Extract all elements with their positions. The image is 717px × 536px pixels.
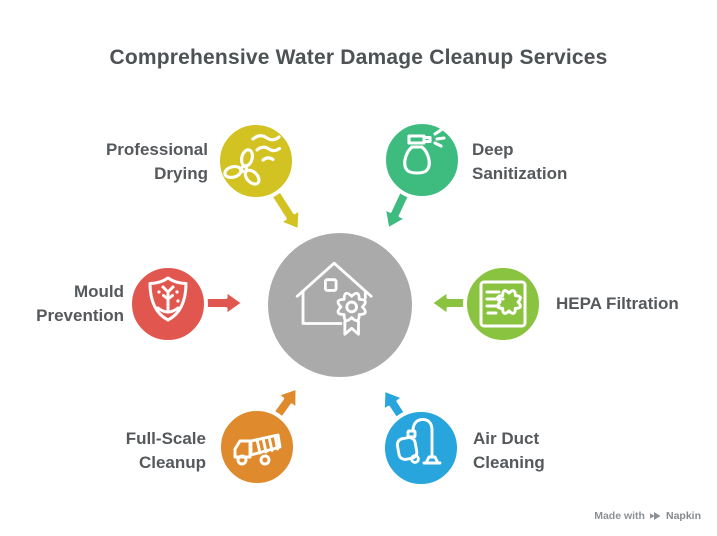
fan-drying-icon: [223, 134, 282, 186]
label-line: Mould: [73, 282, 124, 301]
label-line: Professional: [105, 140, 208, 159]
label-air-duct-cleaning: Air Duct Cleaning: [473, 427, 633, 475]
napkin-brand-text: Napkin: [665, 510, 701, 522]
label-deep-sanitization: Deep Sanitization: [472, 138, 652, 186]
label-line: Cleanup: [138, 453, 206, 472]
node-circle-full-scale-cleanup: [217, 407, 297, 487]
node-circle-hepa-filtration: [463, 264, 543, 344]
label-line: Full-Scale: [125, 429, 206, 448]
node-circle-professional-drying: [216, 121, 296, 201]
center-node-circle: [264, 229, 416, 381]
label-line: Air Duct: [473, 429, 540, 448]
label-line: Deep: [472, 140, 514, 159]
label-line: Sanitization: [472, 164, 568, 183]
shield-mould-icon: [148, 276, 188, 322]
vacuum-icon: [395, 418, 442, 465]
label-mould-prevention: Mould Prevention: [0, 280, 124, 328]
air-filter-icon: [479, 280, 527, 328]
label-line: Cleaning: [473, 453, 545, 472]
page-title: Comprehensive Water Damage Cleanup Servi…: [109, 46, 608, 69]
spray-bottle-icon: [403, 128, 446, 175]
node-circle-mould-prevention: [128, 264, 208, 344]
node-circle-deep-sanitization: [382, 120, 462, 200]
label-line: Prevention: [36, 306, 124, 325]
made-with-text: Made with: [594, 510, 645, 522]
label-full-scale-cleanup: Full-Scale Cleanup: [30, 427, 206, 475]
label-line: Drying: [154, 164, 208, 183]
napkin-logo-icon: [649, 512, 661, 520]
dump-truck-icon: [233, 433, 282, 466]
label-hepa-filtration: HEPA Filtration: [556, 292, 716, 316]
label-line: HEPA Filtration: [556, 294, 679, 313]
node-circle-air-duct-cleaning: [381, 408, 461, 488]
label-professional-drying: Professional Drying: [30, 138, 208, 186]
made-with-napkin-credit: Made with Napkin: [594, 510, 701, 522]
house-certified-icon: [295, 261, 373, 336]
